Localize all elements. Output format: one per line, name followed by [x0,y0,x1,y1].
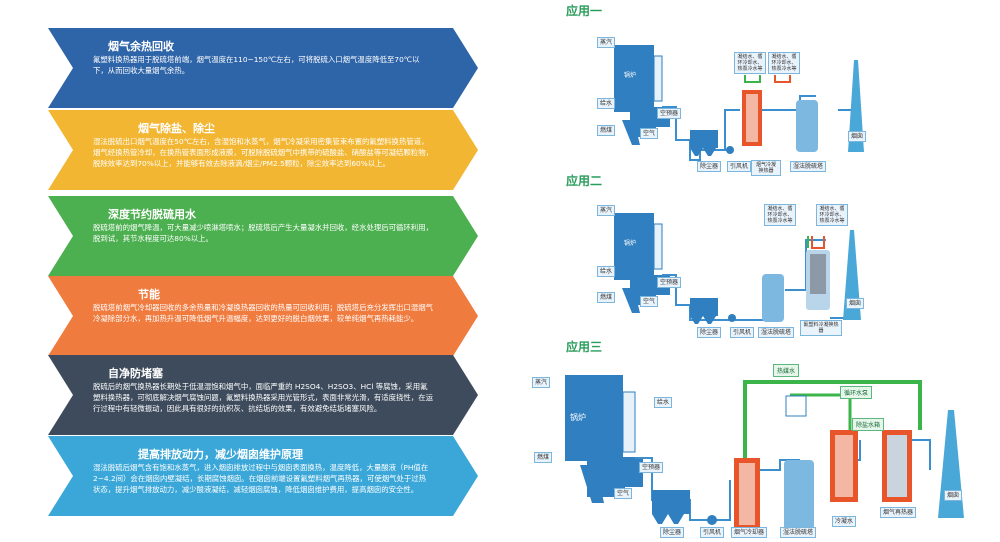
benefit-description: 湿法脱硫出口烟气温度在50℃左右，含湿饱和水蒸气，烟气冷凝采用密集管束布置的氟塑… [93,137,433,168]
benefit-banner: 提高排放动力，减少烟囱维护原理湿法脱硫后烟气含有饱和水蒸气，进入烟囱排放过程中与… [48,436,478,516]
app1-label-cooling-water-a: 凝结水、循环冷却水、热泵冷水等 [734,52,766,74]
app1-label-boiler: 锅炉 [624,72,637,79]
application-1-title: 应用一 [566,4,603,18]
benefit-banner: 烟气余热回收氟塑料换热器用于脱硫塔前端，烟气温度在110~150℃左右，可将脱硫… [48,28,478,108]
app1-label-fan: 引风机 [727,161,752,172]
chevron-shape [48,110,478,190]
benefit-description: 脱硫塔前的烟气降温，可大量减少喷淋塔喷水；脱硫塔后产生大量凝水并回收，经水处理后… [93,223,433,243]
app3-label-steam: 蒸汽 [532,377,551,388]
benefit-description: 脱硫后的烟气换热器长期处于低温湿饱和烟气中，面临严重的 H2SO4、H2SO3、… [93,382,433,413]
app1-label-fgd-tower: 湿法脱硫塔 [790,161,827,172]
app2-label-air: 空气 [640,296,659,307]
chevron-shape [48,355,478,435]
app2-label-cooling-water-b: 凝结水、循环冷却水、热泵冷水等 [816,204,848,226]
benefit-description: 脱硫塔前烟气冷却器回收的多余热量和冷凝换热器回收的热量可回收利用；脱硫塔后充分发… [93,303,433,323]
app3-label-condensate: 冷凝水 [832,516,857,527]
benefit-description: 湿法脱硫后烟气含有饱和水蒸气，进入烟囱排放过程中与烟囱表面换热，温度降低，大量酸… [93,463,429,494]
app2-label-fgd-tower: 湿法脱硫塔 [758,327,795,338]
app2-label-fan: 引风机 [730,327,755,338]
app1-label-air-preheater: 空预器 [657,108,682,119]
chevron-shape [48,436,478,516]
benefit-title: 烟气除盐、除尘 [138,122,215,135]
chevron-shape [48,276,478,356]
app1-label-cooling-water-b: 凝结水、循环冷却水、热泵冷水等 [768,52,800,74]
app2-label-condensing-hx: 氟塑料冷凝换热器 [800,320,842,336]
chevron-shape [48,196,478,276]
app3-label-dust-collector: 除尘器 [660,527,685,538]
app2-label-coal: 燃煤 [597,292,616,303]
app1-label-feedwater: 给水 [597,98,616,109]
application-3-title: 应用三 [566,340,603,354]
benefit-title: 自净防堵塞 [108,367,163,380]
app3-label-feedwater: 给水 [654,397,673,408]
benefit-title: 烟气余热回收 [108,40,174,53]
app3-label-heat-medium-water: 热媒水 [773,364,800,377]
app3-label-circulating-pump: 循环水泵 [840,386,873,399]
app2-label-air-preheater: 空预器 [657,277,682,288]
app1-label-chimney: 烟囱 [848,131,867,142]
app3-label-reheater: 烟气再热器 [880,507,917,518]
app3-label-chimney: 烟囱 [944,490,963,501]
app2-label-boiler: 锅炉 [624,240,637,247]
benefit-banner: 烟气除盐、除尘湿法脱硫出口烟气温度在50℃左右，含湿饱和水蒸气，烟气冷凝采用密集… [48,110,478,190]
app1-label-condensing-hx: 烟气冷凝换热器 [751,160,781,176]
app1-label-air: 空气 [640,128,659,139]
application-2-title: 应用二 [566,174,603,188]
app2-label-cooling-water-a: 凝结水、循环冷却水、热泵冷水等 [764,204,796,226]
benefit-banner: 节能脱硫塔前烟气冷却器回收的多余热量和冷凝换热器回收的热量可回收利用；脱硫塔后充… [48,276,478,356]
benefit-banner: 深度节约脱硫用水脱硫塔前的烟气降温，可大量减少喷淋塔喷水；脱硫塔后产生大量凝水并… [48,196,478,276]
app3-label-flue-gas-cooler: 烟气冷却器 [731,527,768,538]
app3-label-fgd-tower: 湿法脱硫塔 [780,527,817,538]
benefit-title: 节能 [138,288,160,301]
benefit-banner: 自净防堵塞脱硫后的烟气换热器长期处于低温湿饱和烟气中，面临严重的 H2SO4、H… [48,355,478,435]
app1-label-dust-collector: 除尘器 [697,161,722,172]
app2-label-feedwater: 给水 [597,266,616,277]
benefit-title: 深度节约脱硫用水 [108,208,196,221]
app1-label-steam: 蒸汽 [597,37,616,48]
application-2-diagram [614,213,861,324]
app3-label-demin-tank: 除盐水箱 [852,418,885,431]
app2-label-steam: 蒸汽 [597,205,616,216]
app3-label-boiler: 锅炉 [570,413,586,422]
app2-label-dust-collector: 除尘器 [697,327,722,338]
app1-label-coal: 燃煤 [597,125,616,136]
app3-label-coal: 燃煤 [534,452,553,463]
app3-label-air: 空气 [614,488,633,499]
benefit-description: 氟塑料换热器用于脱硫塔前端，烟气温度在110~150℃左右，可将脱硫入口烟气温度… [93,55,420,75]
app2-label-chimney: 烟囱 [846,298,865,309]
app3-label-fan: 引风机 [700,527,725,538]
app3-label-air-preheater: 空预器 [639,462,664,473]
benefit-title: 提高排放动力，减少烟囱维护原理 [138,448,303,461]
chevron-shape [48,28,478,108]
application-1-diagram [614,45,864,161]
